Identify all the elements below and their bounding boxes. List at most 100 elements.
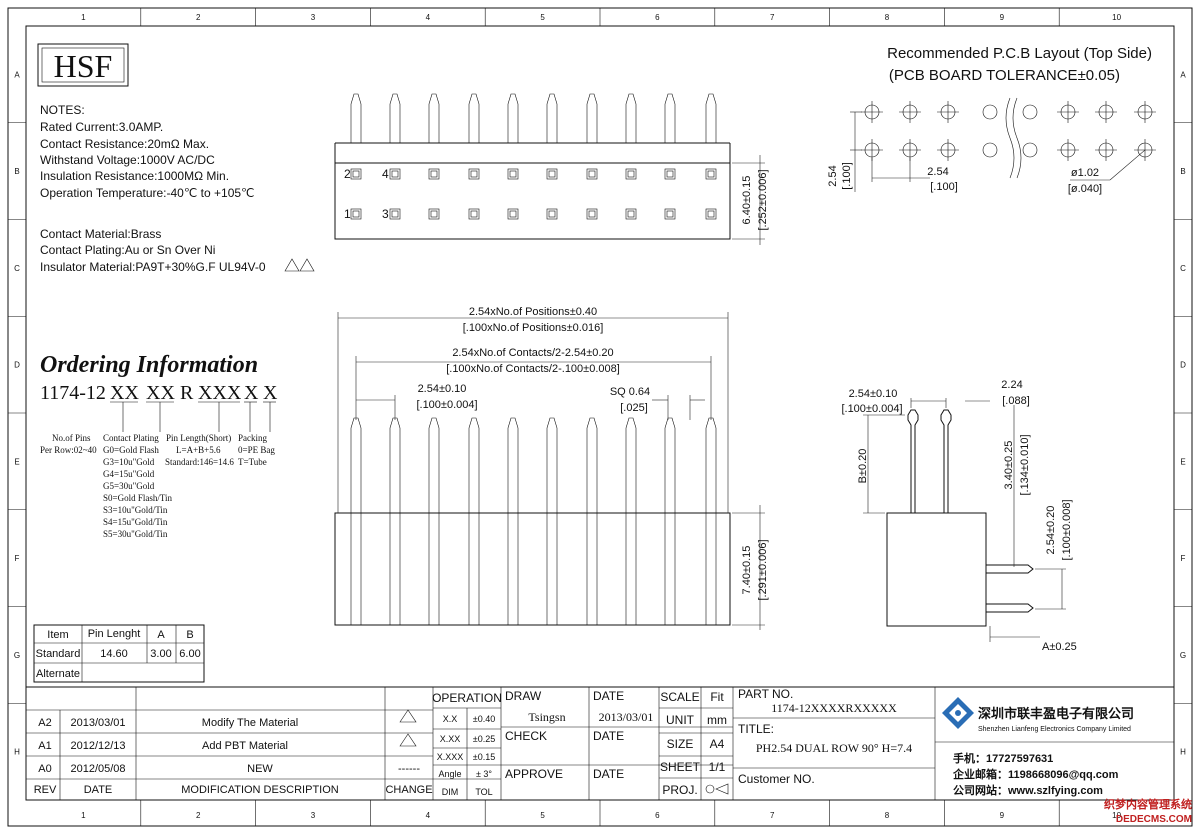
pin-in-body [507, 512, 519, 626]
legend-length: L=A+B+5.6 [176, 445, 221, 455]
pin-in-body [586, 512, 598, 626]
zone-row-label: H [1180, 748, 1186, 757]
pin-in-body [468, 512, 480, 626]
ordering-code-prefix: 1174-12 [40, 382, 106, 404]
sheet-value: 1/1 [709, 760, 726, 774]
pin-table-cell: 14.60 [100, 648, 128, 660]
zone-row-label: D [1180, 361, 1186, 370]
pin-table-header: Item [47, 629, 68, 641]
legend-pins: Per Row:02~40 [40, 445, 97, 455]
zone-row-label: G [14, 651, 20, 660]
ordering-title: Ordering Information [40, 352, 258, 378]
note-line: Insulation Resistance:1000MΩ Min. [40, 169, 229, 183]
pin [389, 93, 401, 143]
contact-square [546, 168, 558, 180]
pin-table-header: B [186, 629, 193, 641]
contact-square [428, 208, 440, 220]
pin [507, 93, 519, 143]
pcb-dim-hole: ø1.02 [1071, 167, 1099, 179]
company-name-cn: 深圳市联丰盈电子有限公司 [978, 706, 1134, 721]
zone-column-label: 7 [770, 13, 775, 22]
zone-row-label: E [14, 457, 19, 466]
code-part-pins: XX [110, 382, 139, 404]
contact-square [389, 168, 401, 180]
zone-column-label: 5 [540, 13, 545, 22]
zone-row-label: H [14, 748, 20, 757]
zone-column-label: 9 [1000, 13, 1005, 22]
approve-label: APPROVE [505, 767, 563, 781]
contact-square [468, 168, 480, 180]
pin-in-body [664, 512, 676, 626]
pcb-dim-hole: [ø.040] [1068, 183, 1102, 195]
contact-square [664, 208, 676, 220]
side-dim-224: 2.24 [1001, 379, 1022, 391]
pin-number: 1 [344, 207, 351, 221]
pin [664, 417, 676, 513]
side-dim-340: 3.40±0.25 [1003, 441, 1015, 490]
pin-table-header: Pin Lenght [88, 628, 141, 640]
rev-header: CHANGE [385, 784, 432, 796]
date-label: DATE [593, 767, 624, 781]
legend-plating: S0=Gold Flash/Tin [103, 493, 173, 503]
date-label: DATE [593, 689, 624, 703]
pin-table-header: A [157, 629, 165, 641]
rev-code: A2 [38, 717, 51, 729]
zone-column-label: 4 [426, 811, 431, 820]
tol-key: X.X [443, 714, 458, 724]
projection-icon [705, 783, 729, 795]
zone-column-label: 2 [196, 13, 201, 22]
title-block [26, 686, 1174, 800]
rev-date: 2012/12/13 [70, 740, 125, 752]
zone-row-label: A [1180, 70, 1186, 79]
side-dim-254: [.100±0.008] [1061, 499, 1073, 560]
pin [546, 417, 558, 513]
front-dim-pitch: 2.54±0.10 [418, 383, 467, 395]
contact-square [389, 208, 401, 220]
pcb-dim-h: 2.54 [927, 166, 948, 178]
zone-column-label: 3 [311, 13, 316, 22]
contact-square [468, 208, 480, 220]
contact-square [705, 168, 717, 180]
date-label: DATE [593, 729, 624, 743]
pcb-subtitle: (PCB BOARD TOLERANCE±0.05) [889, 67, 1120, 84]
pcb-title: Recommended P.C.B Layout (Top Side) [887, 45, 1152, 62]
zone-column-label: 6 [655, 811, 660, 820]
dim-label: DIM [442, 787, 459, 797]
unit-value: mm [707, 713, 727, 727]
material-line: Insulator Material:PA9T+30%G.F UL94V-0 [40, 260, 266, 274]
tol-label: TOL [475, 787, 492, 797]
pin [705, 93, 717, 143]
zone-column-label: 6 [655, 13, 660, 22]
legend-packing: T=Tube [238, 457, 267, 467]
rev-code: A1 [38, 740, 51, 752]
side-dim-340: [.134±0.010] [1019, 434, 1031, 495]
top-view-dim: [.252±0.006] [757, 169, 769, 230]
company-logo-icon [942, 697, 974, 729]
zone-column-label: 8 [885, 13, 890, 22]
top-view [334, 93, 731, 240]
pin-in-body [428, 512, 440, 626]
pcb-hole [982, 104, 998, 120]
pin [428, 93, 440, 143]
side-dim-pitch: 2.54±0.10 [849, 388, 898, 400]
pcb-dim-v: 2.54 [827, 165, 839, 186]
change-triangle-icons [399, 709, 417, 747]
contact-square [507, 208, 519, 220]
pcb-hole [1022, 142, 1038, 158]
code-part-b: X [263, 382, 278, 404]
legend-plating: S4=15u"Gold/Tin [103, 517, 168, 527]
scale-value: Fit [710, 690, 724, 704]
sheet-label: SHEET [660, 760, 701, 774]
tol-value: ±0.15 [473, 752, 495, 762]
rev-header: MODIFICATION DESCRIPTION [181, 784, 339, 796]
contact-square [705, 208, 717, 220]
logo: HSF [54, 48, 113, 84]
pin [468, 417, 480, 513]
pin [428, 417, 440, 513]
pin [586, 93, 598, 143]
pin [468, 93, 480, 143]
pin-length-table [33, 624, 205, 683]
zone-ticks [8, 8, 1192, 826]
code-underlines [110, 401, 276, 432]
